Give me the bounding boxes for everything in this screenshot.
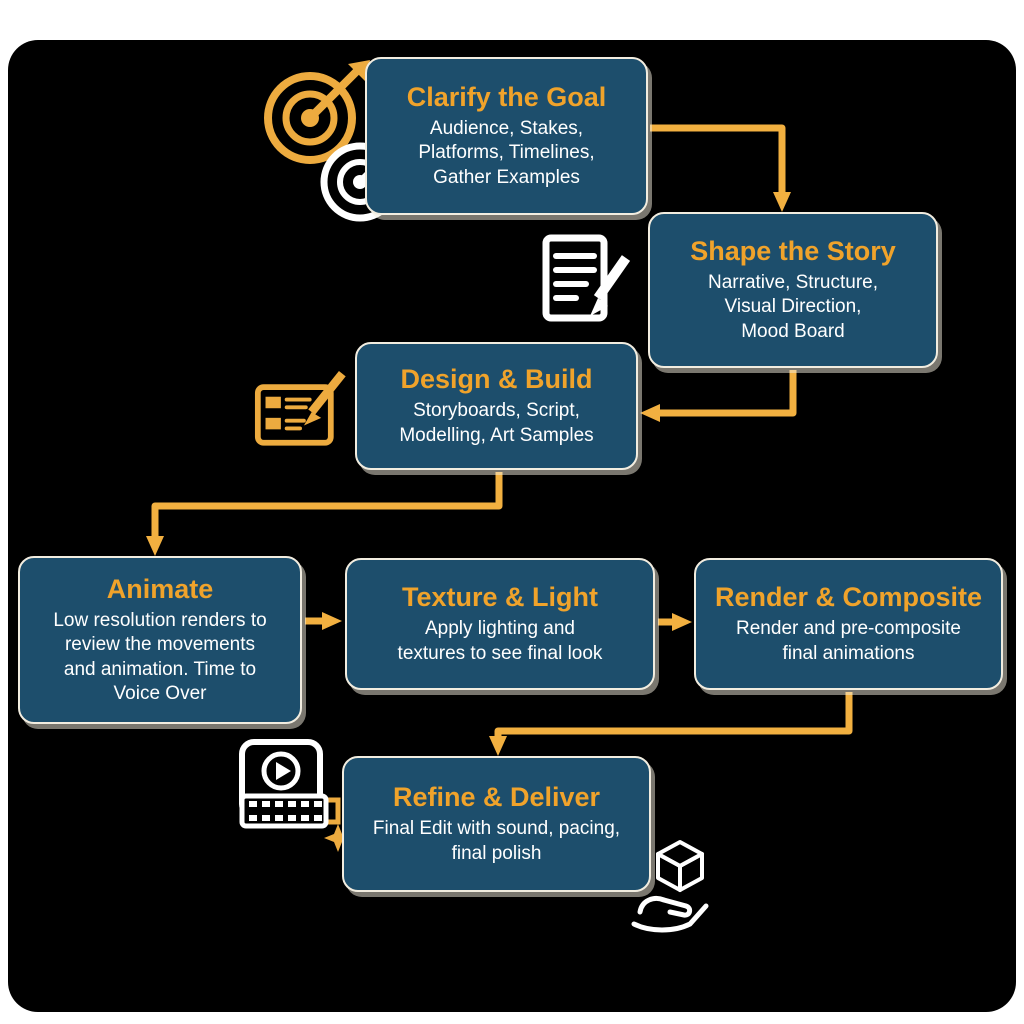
node-render-and-composite: Render & Composite Render and pre-compos… bbox=[694, 558, 1003, 690]
node-title: Refine & Deliver bbox=[392, 782, 601, 813]
node-title: Animate bbox=[106, 573, 214, 604]
node-body: Final Edit with sound, pacing, final pol… bbox=[372, 818, 621, 864]
node-title: Shape the Story bbox=[690, 236, 896, 266]
node-title: Render & Composite bbox=[714, 582, 983, 613]
node-body: Audience, Stakes, Platforms, Timelines, … bbox=[418, 118, 595, 188]
node-body: Low resolution renders to review the mov… bbox=[53, 609, 267, 704]
node-clarify-the-goal: Clarify the Goal Audience, Stakes, Platf… bbox=[365, 57, 648, 215]
node-texture-and-light: Texture & Light Apply lighting and textu… bbox=[345, 558, 655, 690]
node-body: Render and pre-composite final animation… bbox=[736, 618, 961, 664]
node-body: Apply lighting and textures to see final… bbox=[397, 618, 603, 664]
node-body: Storyboards, Script, Modelling, Art Samp… bbox=[399, 400, 594, 446]
node-title: Design & Build bbox=[400, 364, 593, 395]
node-design-and-build: Design & Build Storyboards, Script, Mode… bbox=[355, 342, 638, 470]
node-body: Narrative, Structure, Visual Direction, … bbox=[708, 272, 878, 342]
node-refine-and-deliver: Refine & Deliver Final Edit with sound, … bbox=[342, 756, 651, 892]
node-animate: Animate Low resolution renders to review… bbox=[18, 556, 302, 724]
node-shape-the-story: Shape the Story Narrative, Structure, Vi… bbox=[648, 212, 938, 368]
node-title: Clarify the Goal bbox=[406, 82, 607, 112]
node-title: Texture & Light bbox=[401, 582, 598, 613]
